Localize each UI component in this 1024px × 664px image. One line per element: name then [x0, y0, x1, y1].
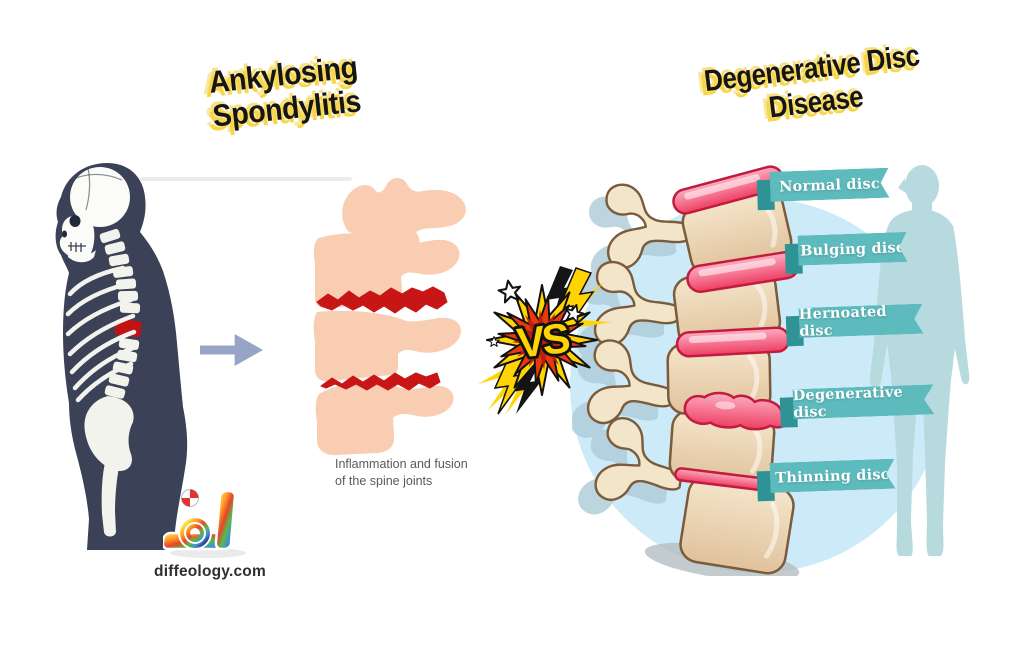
skull: [59, 167, 130, 263]
burst-inner-star: [511, 309, 573, 371]
spine-caption: Inflammation and fusion of the spine joi…: [335, 456, 468, 489]
banner-label: Thinning disc: [770, 459, 896, 493]
logo-ball: [181, 489, 199, 507]
diffeology-logo-icon: [163, 489, 246, 558]
fused-spine-illustration: [313, 178, 466, 456]
banner-label: Normal disc: [770, 168, 890, 202]
skeleton-figure-illustration: [55, 163, 188, 550]
disc-label-banner-normal: Normal disc: [756, 168, 890, 211]
inflammation-zigzag: [316, 286, 448, 391]
star-icon: [488, 279, 585, 347]
website-text: diffeology.com: [154, 563, 266, 580]
spine-caption-line1: Inflammation and fusion: [335, 457, 468, 471]
discs: [672, 165, 800, 493]
disc-label-banner-hernoated: Hernoated disc: [785, 304, 924, 347]
ribs: [65, 265, 137, 403]
faint-smudge: [140, 177, 352, 181]
pelvis-femur: [84, 396, 134, 537]
banner-label: Degenerative disc: [793, 384, 935, 419]
vertebrae: [666, 188, 795, 575]
body-silhouette-illustration: [869, 165, 970, 556]
fused-vertebrae: [313, 178, 466, 456]
left-title: Ankylosing Spondylitis: [158, 45, 412, 139]
banner-label: Bulging disc: [798, 232, 908, 266]
vs-burst-icon: VS: [478, 266, 612, 415]
disc-shape-hernoated: [675, 326, 791, 358]
disc-label-banner-degenerative: Degenerative disc: [779, 384, 935, 428]
vs-label: VS: [514, 314, 571, 367]
disc-label-banner-bulging: Bulging disc: [784, 232, 908, 275]
silhouette-face: [898, 178, 906, 193]
arrow-right-icon: [200, 334, 263, 366]
spine-caption-line2: of the spine joints: [335, 473, 433, 488]
disc-label-banner-thinning: Thinning disc: [756, 459, 896, 502]
banner-label: Hernoated disc: [799, 304, 924, 338]
right-title: Degenerative Disc Disease: [682, 37, 946, 136]
